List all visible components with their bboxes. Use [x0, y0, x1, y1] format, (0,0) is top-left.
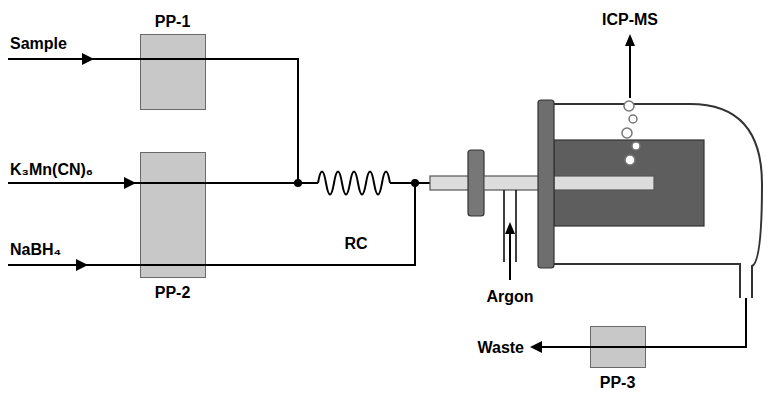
pump-box: PP-1 [140, 34, 206, 110]
reductant-tube [8, 183, 415, 265]
tube-through-pump [138, 59, 648, 347]
detector-label: ICP-MS [602, 10, 658, 29]
inner-cylinder [554, 140, 704, 226]
bubble [624, 101, 634, 111]
outlet-arrowhead [625, 34, 635, 46]
flow-arrowhead [124, 177, 136, 189]
flow-arrowhead [76, 259, 88, 271]
junction-dot [411, 179, 419, 187]
argon-arrow [509, 232, 511, 280]
spray-chamber [554, 104, 762, 298]
gas-label: Argon [486, 287, 533, 306]
inner-capillary [554, 176, 654, 190]
flow-arrowhead [82, 53, 94, 65]
bubble [625, 155, 635, 165]
pump-label: PP-2 [155, 283, 191, 302]
tubing [8, 59, 432, 265]
outlet-label: Waste [477, 338, 524, 357]
stream-label: Sample [10, 34, 67, 53]
coil-label: RC [344, 234, 367, 253]
nebulizer-capillary [430, 176, 470, 190]
junction-dot [294, 179, 302, 187]
argon-arrowhead [505, 222, 515, 234]
waste-arrowhead [530, 341, 542, 353]
chamber-flange [538, 100, 554, 268]
nebulizer-fitting [468, 150, 484, 216]
pump-label: PP-3 [600, 373, 636, 392]
pump-label: PP-1 [155, 12, 191, 31]
reagent-label: NaBH₄ [10, 240, 61, 259]
bubble [629, 115, 637, 123]
gas-bubbles [622, 101, 640, 165]
reaction-coil [318, 172, 390, 195]
bubble [632, 142, 640, 150]
nebulizer-body [484, 176, 540, 190]
pump-box: PP-2 [140, 152, 206, 278]
bubble [622, 128, 632, 138]
outlet-arrow [629, 44, 631, 98]
reagent-label: K₃Mn(CN)₆ [10, 160, 93, 179]
